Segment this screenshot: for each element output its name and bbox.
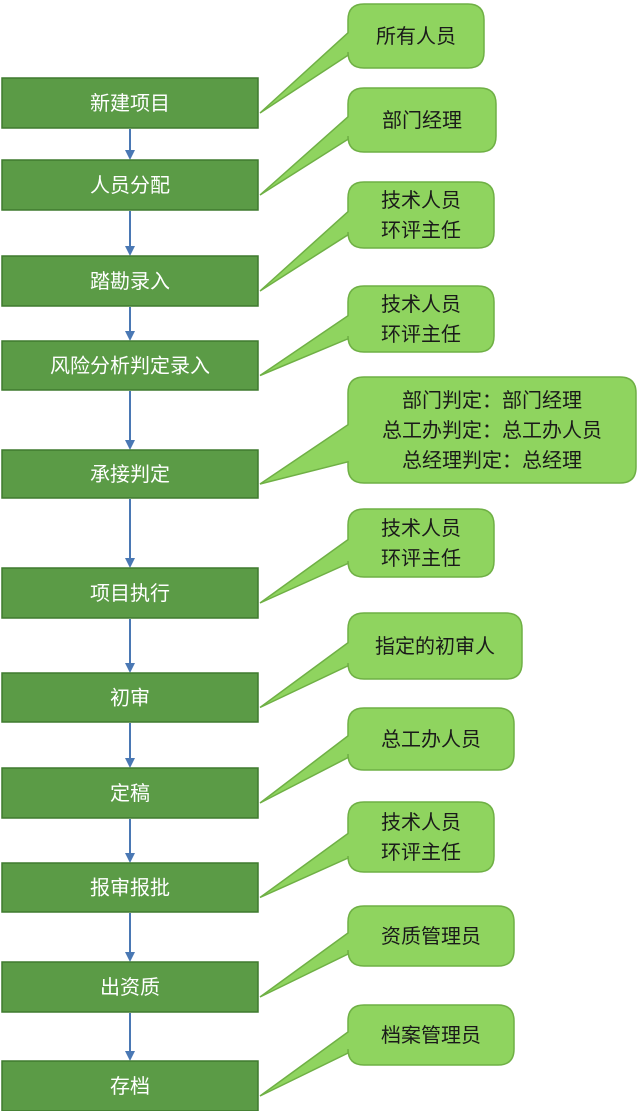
callout-10: 资质管理员 <box>259 905 515 998</box>
step-box <box>1 340 259 391</box>
callout-role-text: 档案管理员 <box>381 1023 481 1047</box>
step-2: 人员分配 <box>1 159 259 211</box>
callout-7: 指定的初审人 <box>259 612 523 709</box>
callout-bubble <box>259 3 485 114</box>
callout-bubble <box>259 376 637 485</box>
callout-role-text: 环评主任 <box>381 218 461 242</box>
callout-bubble <box>259 612 523 709</box>
step-box <box>1 672 259 723</box>
step-box <box>1 567 259 619</box>
callout-role-text: 部门经理 <box>382 108 462 132</box>
steps-layer: 新建项目人员分配踏勘录入风险分析判定录入承接判定项目执行初审定稿报审报批出资质存… <box>1 77 259 1111</box>
step-box <box>1 961 259 1013</box>
callout-role-text: 环评主任 <box>381 546 461 570</box>
callout-bubble <box>259 801 495 899</box>
step-7: 初审 <box>1 672 259 723</box>
step-1: 新建项目 <box>1 77 259 129</box>
step-label: 人员分配 <box>90 173 170 197</box>
step-label: 报审报批 <box>90 876 170 900</box>
callouts-layer: 所有人员部门经理技术人员环评主任技术人员环评主任部门判定：部门经理总工办判定：总… <box>259 3 637 1097</box>
callout-role-text: 技术人员 <box>381 516 461 540</box>
step-label: 承接判定 <box>90 462 170 486</box>
step-box <box>1 1060 259 1111</box>
step-11: 存档 <box>1 1060 259 1111</box>
callout-bubble <box>259 285 495 377</box>
step-label: 定稿 <box>110 781 150 805</box>
callout-bubble <box>259 181 495 292</box>
callout-bubble <box>259 87 497 196</box>
step-10: 出资质 <box>1 961 259 1013</box>
callout-role-text: 总工办判定：总工办人员 <box>382 418 602 442</box>
step-6: 项目执行 <box>1 567 259 619</box>
callout-11: 档案管理员 <box>259 1004 515 1097</box>
step-5: 承接判定 <box>1 449 259 499</box>
step-3: 踏勘录入 <box>1 255 259 307</box>
callout-role-text: 技术人员 <box>381 188 461 212</box>
callout-bubble <box>259 508 495 604</box>
callout-bubble <box>259 905 515 998</box>
callout-role-text: 部门判定：部门经理 <box>402 388 582 412</box>
callout-role-text: 总经理判定：总经理 <box>402 448 582 472</box>
step-label: 踏勘录入 <box>90 269 170 293</box>
callout-role-text: 资质管理员 <box>381 924 481 948</box>
callout-role-text: 指定的初审人 <box>375 634 495 658</box>
callout-8: 总工办人员 <box>259 707 515 804</box>
callout-1: 所有人员 <box>259 3 485 114</box>
callout-role-text: 环评主任 <box>381 840 461 864</box>
step-4: 风险分析判定录入 <box>1 340 259 391</box>
step-label: 存档 <box>110 1074 150 1098</box>
callout-2: 部门经理 <box>259 87 497 196</box>
step-box <box>1 862 259 913</box>
callout-role-text: 环评主任 <box>381 322 461 346</box>
step-label: 项目执行 <box>90 581 170 605</box>
callout-role-text: 技术人员 <box>381 292 461 316</box>
step-label: 风险分析判定录入 <box>50 354 210 378</box>
step-label: 出资质 <box>100 975 160 999</box>
step-box <box>1 449 259 499</box>
step-8: 定稿 <box>1 767 259 819</box>
callout-role-text: 技术人员 <box>381 810 461 834</box>
callout-role-text: 总工办人员 <box>381 727 481 751</box>
step-9: 报审报批 <box>1 862 259 913</box>
step-label: 新建项目 <box>90 91 170 115</box>
step-box <box>1 255 259 307</box>
callout-bubble <box>259 1004 515 1097</box>
step-box <box>1 159 259 211</box>
callout-bubble <box>259 707 515 804</box>
step-box <box>1 77 259 129</box>
step-box <box>1 767 259 819</box>
step-label: 初审 <box>110 686 150 710</box>
callout-role-text: 所有人员 <box>376 24 456 48</box>
